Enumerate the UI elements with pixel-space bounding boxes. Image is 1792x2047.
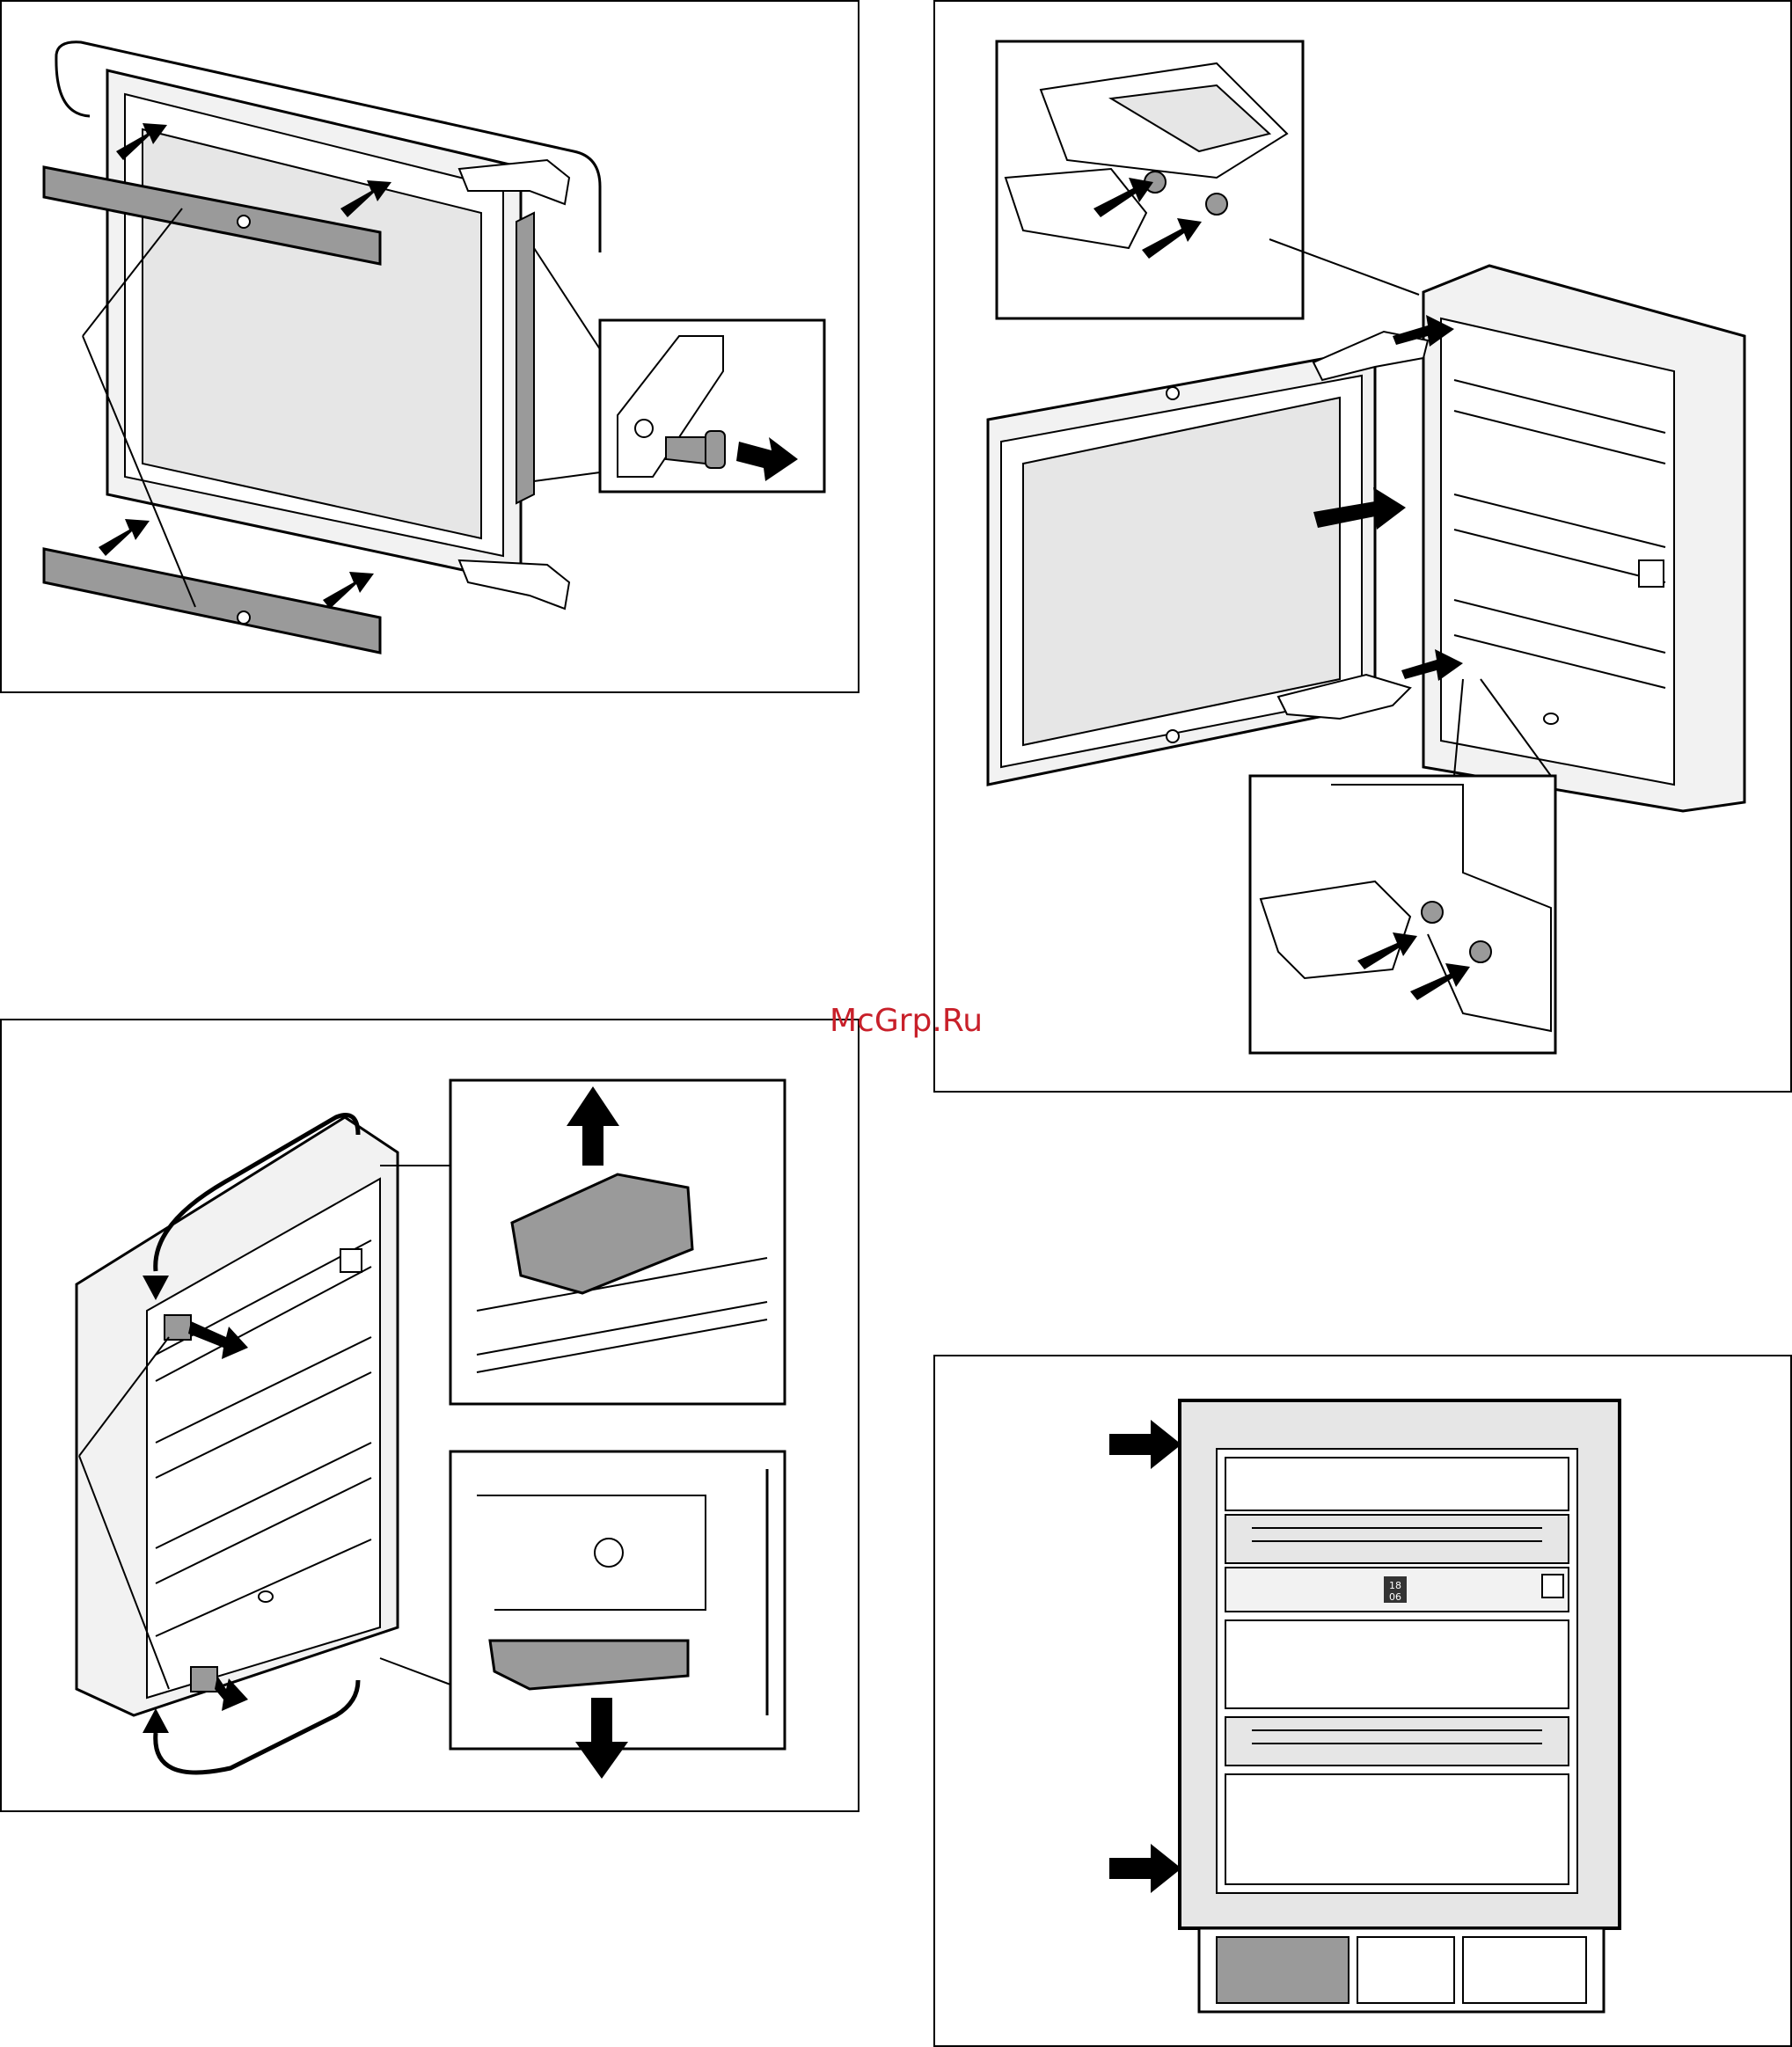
- control-panel-icon: [1639, 560, 1664, 587]
- appliance-icon: [77, 1117, 398, 1715]
- appliance-icon: [1423, 266, 1744, 811]
- control-panel-icon: [340, 1249, 362, 1272]
- watermark-text: McGrp.Ru: [809, 1003, 1003, 1039]
- bracket-icon: [191, 1667, 217, 1692]
- fig-door-trim-strips: [0, 0, 859, 693]
- bracket-up-detail-inset: [380, 1080, 785, 1404]
- appliance-front-icon: 18 06: [1180, 1400, 1620, 2012]
- fig-hinge-bracket-repositioning: [0, 1019, 859, 1812]
- fig-door-hinge-mounting: [933, 0, 1792, 1093]
- display-line-2: 06: [1389, 1591, 1401, 1603]
- push-arrow-icon: [1109, 1844, 1181, 1893]
- push-arrow-icon: [1109, 1420, 1181, 1469]
- bracket-illustration: [2, 1020, 858, 1810]
- top-hinge-detail-inset: [997, 41, 1419, 318]
- door-frame-icon: [107, 70, 521, 582]
- bracket-icon: [165, 1315, 191, 1340]
- door-icon: [988, 349, 1375, 785]
- front-view-illustration: 18 06: [935, 1356, 1790, 2045]
- door-trim-illustration: [2, 2, 858, 691]
- hinge-mounting-illustration: [935, 2, 1790, 1091]
- display-line-1: 18: [1389, 1580, 1401, 1591]
- screw-detail-inset: [534, 248, 824, 492]
- fig-front-view-fitting-points: 18 06: [933, 1355, 1792, 2047]
- bracket-down-detail-inset: [380, 1451, 785, 1779]
